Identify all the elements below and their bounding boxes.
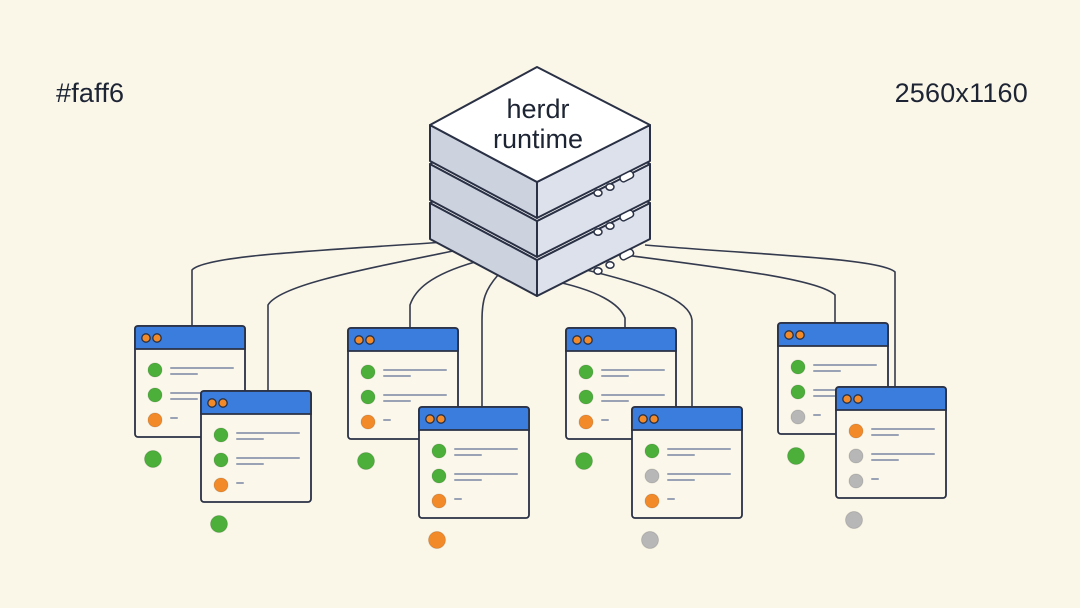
- row-status-green-icon: [790, 384, 806, 400]
- server-light-icon: [593, 267, 603, 275]
- server-layer-1: [429, 66, 651, 219]
- server-slot-icon: [619, 209, 635, 222]
- window-dot-icon: [152, 333, 162, 343]
- agent-status-gray-icon: [845, 511, 863, 529]
- window-titlebar: [631, 406, 743, 431]
- row-status-green-icon: [213, 427, 229, 443]
- server-label-line1: herdr: [506, 94, 569, 124]
- window-dot-icon: [784, 330, 794, 340]
- row-status-orange-icon: [213, 477, 229, 493]
- agent-window-2: [200, 390, 312, 533]
- window-dot-icon: [853, 394, 863, 404]
- row-status-orange-icon: [147, 412, 163, 428]
- window-titlebar: [418, 406, 530, 431]
- window-dot-icon: [365, 335, 375, 345]
- connector-line-2: [267, 249, 459, 391]
- server-light-icon: [605, 183, 615, 191]
- server-slot-icon: [619, 248, 635, 261]
- agent-status-green-icon: [575, 452, 593, 470]
- connector-line-3: [409, 261, 476, 328]
- agent-status-green-icon: [210, 515, 228, 533]
- window-dot-icon: [638, 414, 648, 424]
- server-light-icon: [593, 189, 603, 197]
- agent-window-6: [631, 406, 743, 549]
- window-titlebar: [134, 325, 246, 350]
- row-status-orange-icon: [578, 414, 594, 430]
- connector-line-6: [577, 267, 693, 407]
- row-status-green-icon: [213, 452, 229, 468]
- server-light-icon: [605, 222, 615, 230]
- connector-line-8: [644, 244, 896, 387]
- connector-lines: [191, 241, 896, 407]
- row-status-green-icon: [790, 359, 806, 375]
- window-dot-icon: [436, 414, 446, 424]
- row-status-green-icon: [360, 389, 376, 405]
- window-dot-icon: [795, 330, 805, 340]
- window-dot-icon: [207, 398, 217, 408]
- window-dot-icon: [649, 414, 659, 424]
- window-dot-icon: [425, 414, 435, 424]
- row-status-green-icon: [644, 443, 660, 459]
- connector-line-7: [624, 254, 836, 323]
- window-dot-icon: [842, 394, 852, 404]
- server-top-face: [429, 66, 651, 183]
- row-status-green-icon: [360, 364, 376, 380]
- row-status-green-icon: [578, 364, 594, 380]
- agent-window-8: [835, 386, 947, 529]
- row-status-green-icon: [431, 443, 447, 459]
- agent-status-orange-icon: [428, 531, 446, 549]
- window-titlebar: [200, 390, 312, 415]
- row-status-green-icon: [147, 362, 163, 378]
- connector-line-1: [191, 241, 446, 326]
- row-status-orange-icon: [644, 493, 660, 509]
- agent-window-4: [418, 406, 530, 549]
- agent-windows: [134, 322, 947, 549]
- row-status-gray-icon: [790, 409, 806, 425]
- window-dot-icon: [583, 335, 593, 345]
- row-status-gray-icon: [848, 473, 864, 489]
- row-status-green-icon: [578, 389, 594, 405]
- window-dot-icon: [141, 333, 151, 343]
- row-status-orange-icon: [431, 493, 447, 509]
- server-light-icon: [605, 261, 615, 269]
- connector-line-5: [547, 279, 626, 328]
- window-dot-icon: [218, 398, 228, 408]
- row-status-green-icon: [147, 387, 163, 403]
- row-status-gray-icon: [848, 448, 864, 464]
- agent-status-green-icon: [144, 450, 162, 468]
- row-status-orange-icon: [360, 414, 376, 430]
- agent-status-green-icon: [357, 452, 375, 470]
- row-status-gray-icon: [644, 468, 660, 484]
- row-status-green-icon: [431, 468, 447, 484]
- window-titlebar: [777, 322, 889, 347]
- connector-line-4: [481, 274, 499, 407]
- corner-label-left: #faff6: [56, 78, 125, 108]
- window-titlebar: [347, 327, 459, 352]
- server-label-line2: runtime: [493, 124, 583, 154]
- agent-status-gray-icon: [641, 531, 659, 549]
- server-light-icon: [593, 228, 603, 236]
- agent-status-green-icon: [787, 447, 805, 465]
- window-titlebar: [835, 386, 947, 411]
- window-dot-icon: [354, 335, 364, 345]
- server-slot-icon: [619, 170, 635, 183]
- window-dot-icon: [572, 335, 582, 345]
- corner-label-right: 2560x1160: [894, 78, 1028, 108]
- window-titlebar: [565, 327, 677, 352]
- row-status-orange-icon: [848, 423, 864, 439]
